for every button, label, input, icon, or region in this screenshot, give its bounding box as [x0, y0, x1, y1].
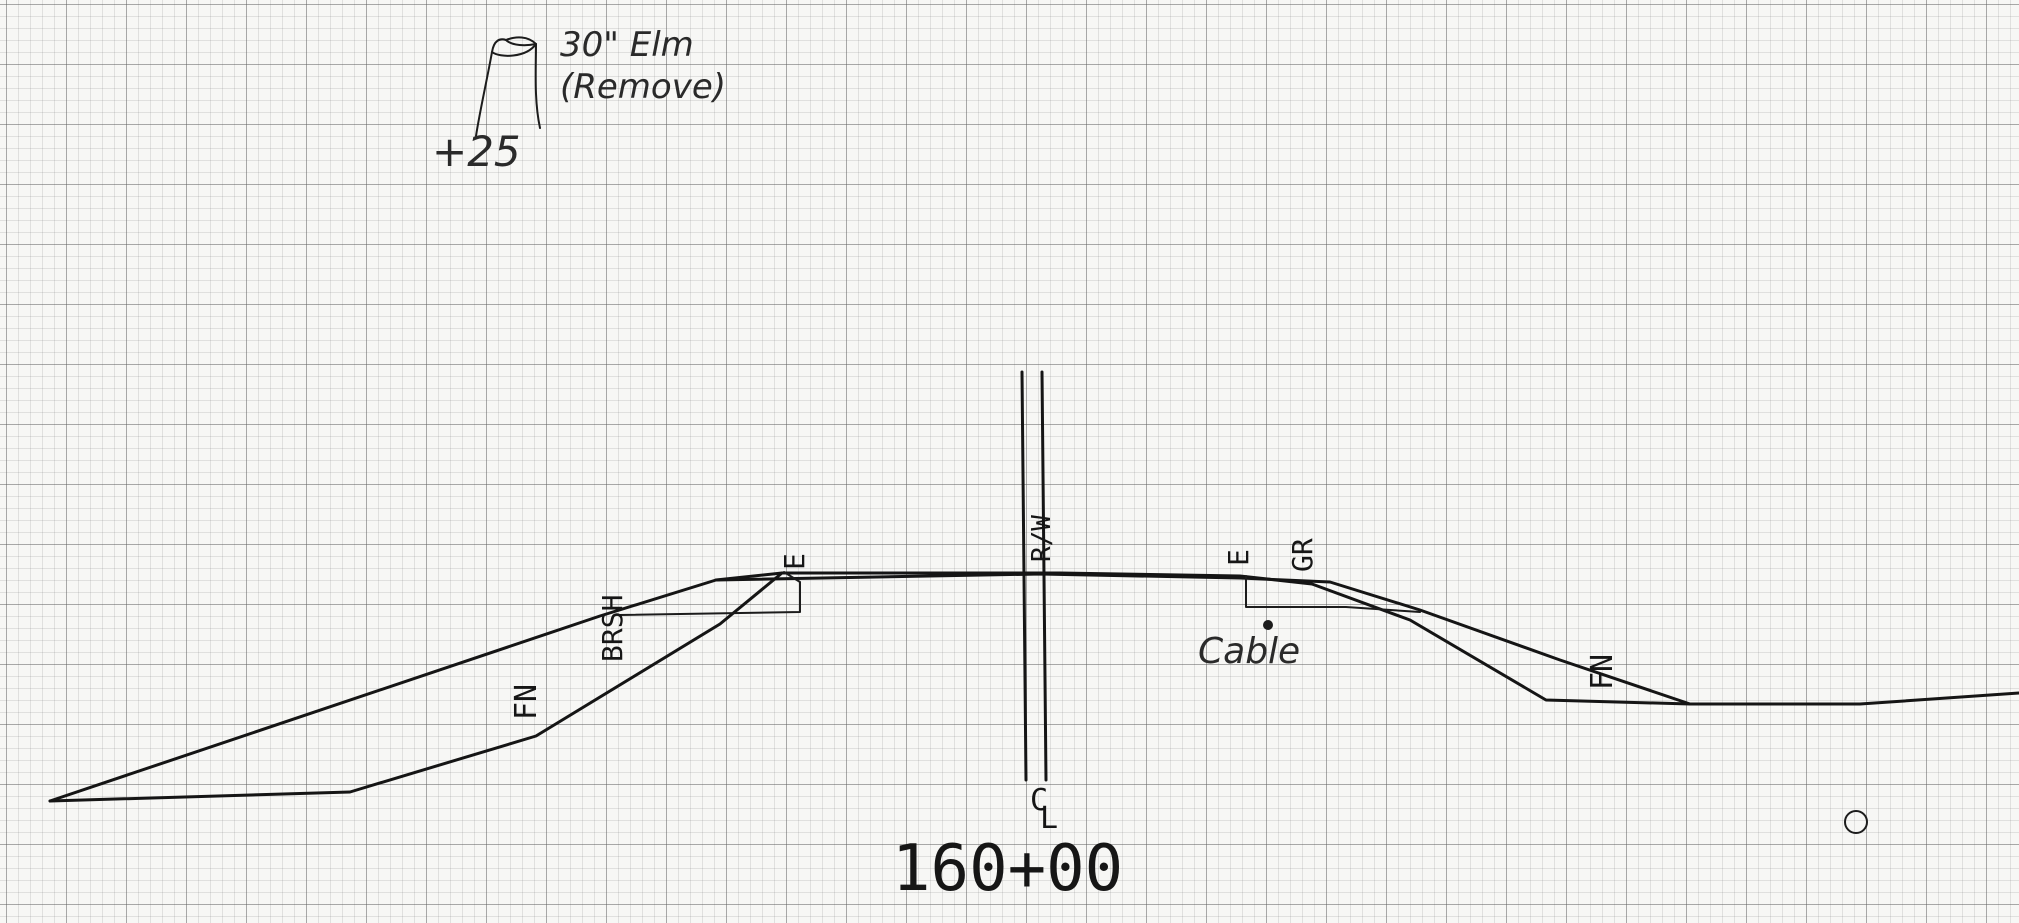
centerline-symbol-c: C [1030, 783, 1048, 818]
cable-marker-icon [1263, 620, 1273, 630]
label-brsh: BRSH [596, 595, 629, 662]
label-cable: Cable [1198, 631, 1300, 672]
right-shoulder-box [1245, 575, 1421, 613]
label-gr: GR [1286, 538, 1319, 572]
tree-action-note: (Remove) [560, 67, 726, 107]
station-label: 160+00 [892, 832, 1123, 906]
label-e-left: E [778, 553, 811, 570]
tree-offset-note: +25 [432, 127, 521, 176]
centerline-left-line [1020, 370, 1028, 782]
label-rw: R/W [1027, 515, 1057, 562]
centerline-symbol-l: L [1040, 801, 1058, 836]
label-fn-left: FN [509, 684, 544, 720]
pavement-surface-line [714, 572, 1692, 706]
slope-outer-line [48, 571, 784, 803]
existing-ground-line [48, 571, 2019, 803]
survey-point-icon [1844, 810, 1868, 834]
brush-shoulder-box [619, 571, 801, 616]
label-e-right: E [1222, 549, 1255, 566]
tree-icon [475, 36, 541, 137]
centerline-right-line [1040, 370, 1048, 782]
label-fn-right: FN [1585, 654, 1620, 690]
tree-size-note: 30" Elm [560, 25, 694, 65]
